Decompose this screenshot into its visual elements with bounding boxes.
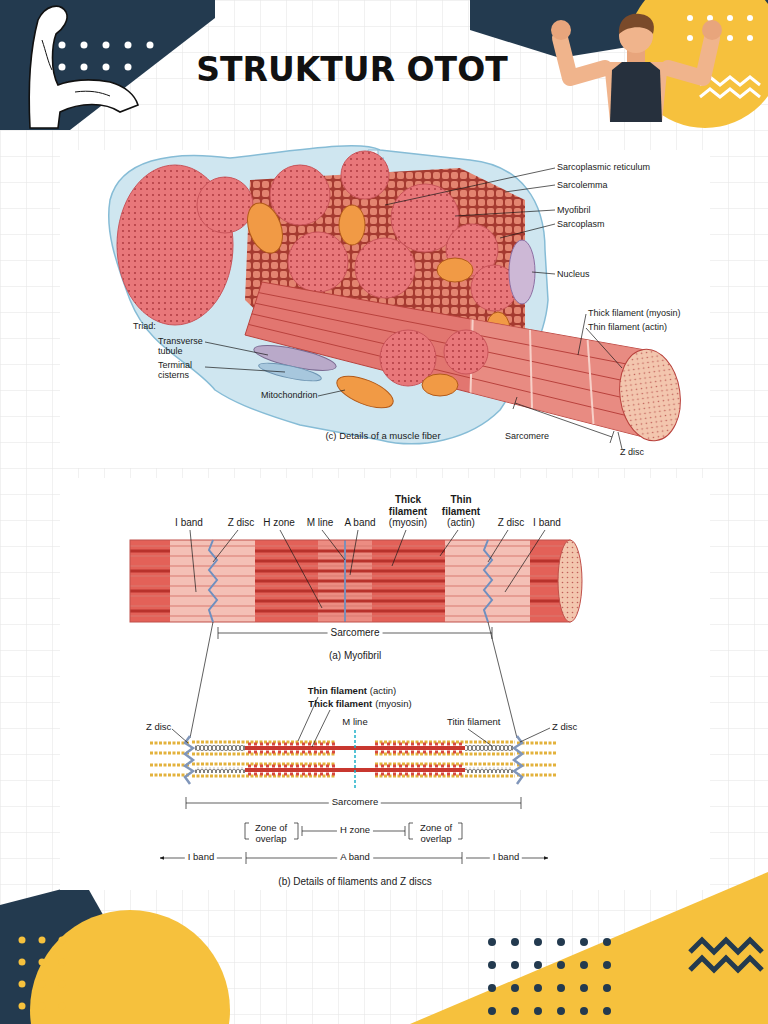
part-label: (actin) [370,686,396,697]
part-label: I band [175,517,203,529]
part-label: Z disc [146,722,171,733]
part-label: I band [533,517,561,529]
corner-decoration [410,872,768,1024]
part-label: (myosin) [389,517,427,529]
part-label: Sarcoplasm [557,219,605,229]
figure-panel [60,150,710,890]
part-label: Z disc [620,447,644,457]
part-label: Sarcolemma [557,180,608,190]
part-label: Triad: [133,321,156,331]
corner-decoration [470,0,768,128]
corner-decoration [0,0,215,130]
part-label: (actin) [447,517,475,529]
leader-line [160,697,550,864]
part-label: A band [337,852,373,863]
part-label: A band [344,517,375,529]
leader-line [205,168,622,449]
part-label: (myosin) [375,699,411,710]
part-label: Z disc [498,517,525,529]
part-label: Sarcomere [505,431,549,441]
part-label: Sarcomere [328,627,383,639]
part-label: Thin filament (actin) [588,322,667,332]
leader-line [190,530,545,738]
sarcomere-filaments [150,730,556,790]
part-label: Thick filament (myosin) [588,308,681,318]
part-label: Mitochondrion [261,390,318,400]
part-label: H zone [337,825,373,836]
page-title: STRUKTUR OTOT [196,50,507,89]
part-label: Transverse tubule [158,336,208,357]
part-label: Myofibril [557,205,591,215]
myofibril-illustration [130,540,582,622]
corner-decoration [0,883,230,1024]
part-label: Zone of overlap [249,823,293,845]
part-label: Zone of overlap [414,823,458,845]
part-label: Thick filament [384,494,432,517]
part-label: Thin filament [308,686,367,697]
part-label: Sarcomere [329,797,381,808]
part-label: M line [342,717,367,728]
part-label: H zone [263,517,295,529]
muscle-fiber-illustration [109,146,686,460]
part-label: Titin filament [447,717,501,728]
part-label: M line [307,517,334,529]
part-label: I band [490,852,522,863]
part-label: Z disc [228,517,255,529]
part-label: (b) Details of filaments and Z discs [278,876,431,888]
part-label: Thick filament [308,699,372,710]
part-label: Sarcoplasmic reticulum [557,162,650,172]
part-label: Nucleus [557,269,590,279]
part-label: Thin filament [437,494,485,517]
part-label: I band [185,852,217,863]
part-label: (a) Myofibril [329,650,381,662]
part-label: (c) Details of a muscle fiber [325,431,440,442]
part-label: Z disc [552,722,577,733]
part-label: Terminal cisterns [158,360,208,381]
